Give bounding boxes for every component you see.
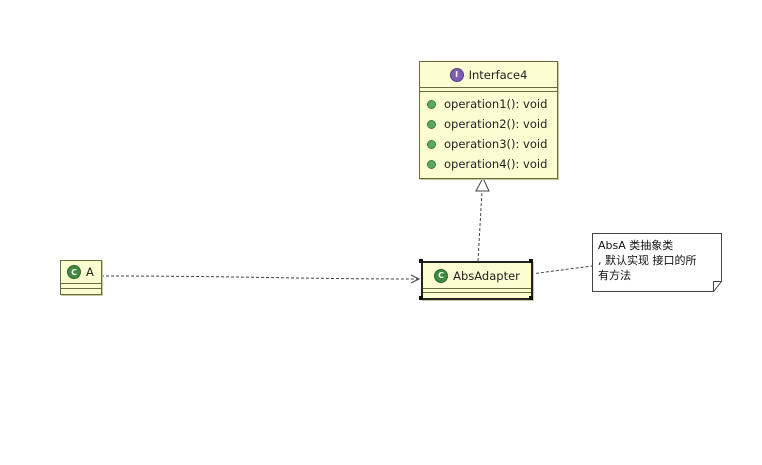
class-a-header: C A [61, 261, 101, 283]
operation-label: operation1(): void [444, 97, 548, 111]
dependency-a-to-absadapter [100, 274, 421, 284]
public-operation-icon [427, 139, 436, 149]
class-a-attributes-divider [61, 283, 101, 288]
public-operation-icon [427, 119, 436, 129]
realization-absadapter-to-interface4 [475, 176, 490, 262]
class-icon: C [67, 265, 81, 279]
interface-icon: I [449, 67, 464, 82]
public-operation-icon [427, 99, 436, 109]
absadapter-box[interactable]: C AbsAdapter [421, 261, 533, 300]
note-text: AbsA 类抽象类 , 默认实现 接口的所 有方法 [598, 238, 720, 283]
note-line: , 默认实现 接口的所 [598, 254, 697, 267]
public-operation-icon [427, 159, 436, 169]
interface4-attributes-divider [420, 87, 557, 91]
selection-handle[interactable] [529, 296, 533, 300]
interface4-name: Interface4 [468, 67, 528, 82]
absadapter-attributes-divider [423, 288, 531, 292]
operation-label: operation4(): void [444, 157, 548, 171]
class-a-box[interactable]: C A [60, 260, 102, 295]
selection-handle[interactable] [419, 296, 423, 300]
class-a-name: A [86, 265, 94, 279]
interface4-operations-divider [420, 91, 557, 92]
interface4-header: I Interface4 [420, 62, 557, 87]
interface4-box[interactable]: I Interface4 operation1(): void operatio… [419, 61, 558, 179]
operation-row: operation4(): void [420, 154, 557, 174]
absadapter-name: AbsAdapter [453, 268, 520, 283]
operation-row: operation2(): void [420, 114, 557, 134]
note-line: 有方法 [598, 269, 631, 282]
absadapter-operations-divider [423, 292, 531, 293]
note-box[interactable]: AbsA 类抽象类 , 默认实现 接口的所 有方法 [592, 233, 722, 292]
selection-handle[interactable] [419, 259, 423, 263]
note-shape [592, 233, 722, 292]
operation-label: operation2(): void [444, 117, 548, 131]
note-line: AbsA 类抽象类 [598, 239, 674, 252]
class-a-operations-divider [61, 288, 101, 289]
class-icon: C [434, 268, 449, 283]
interface4-operations: operation1(): void operation2(): void op… [420, 92, 557, 174]
operation-row: operation1(): void [420, 94, 557, 114]
operation-label: operation3(): void [444, 137, 548, 151]
selection-handle[interactable] [529, 259, 533, 263]
note-link-line [530, 265, 593, 275]
absadapter-header: C AbsAdapter [423, 263, 531, 288]
operation-row: operation3(): void [420, 134, 557, 154]
